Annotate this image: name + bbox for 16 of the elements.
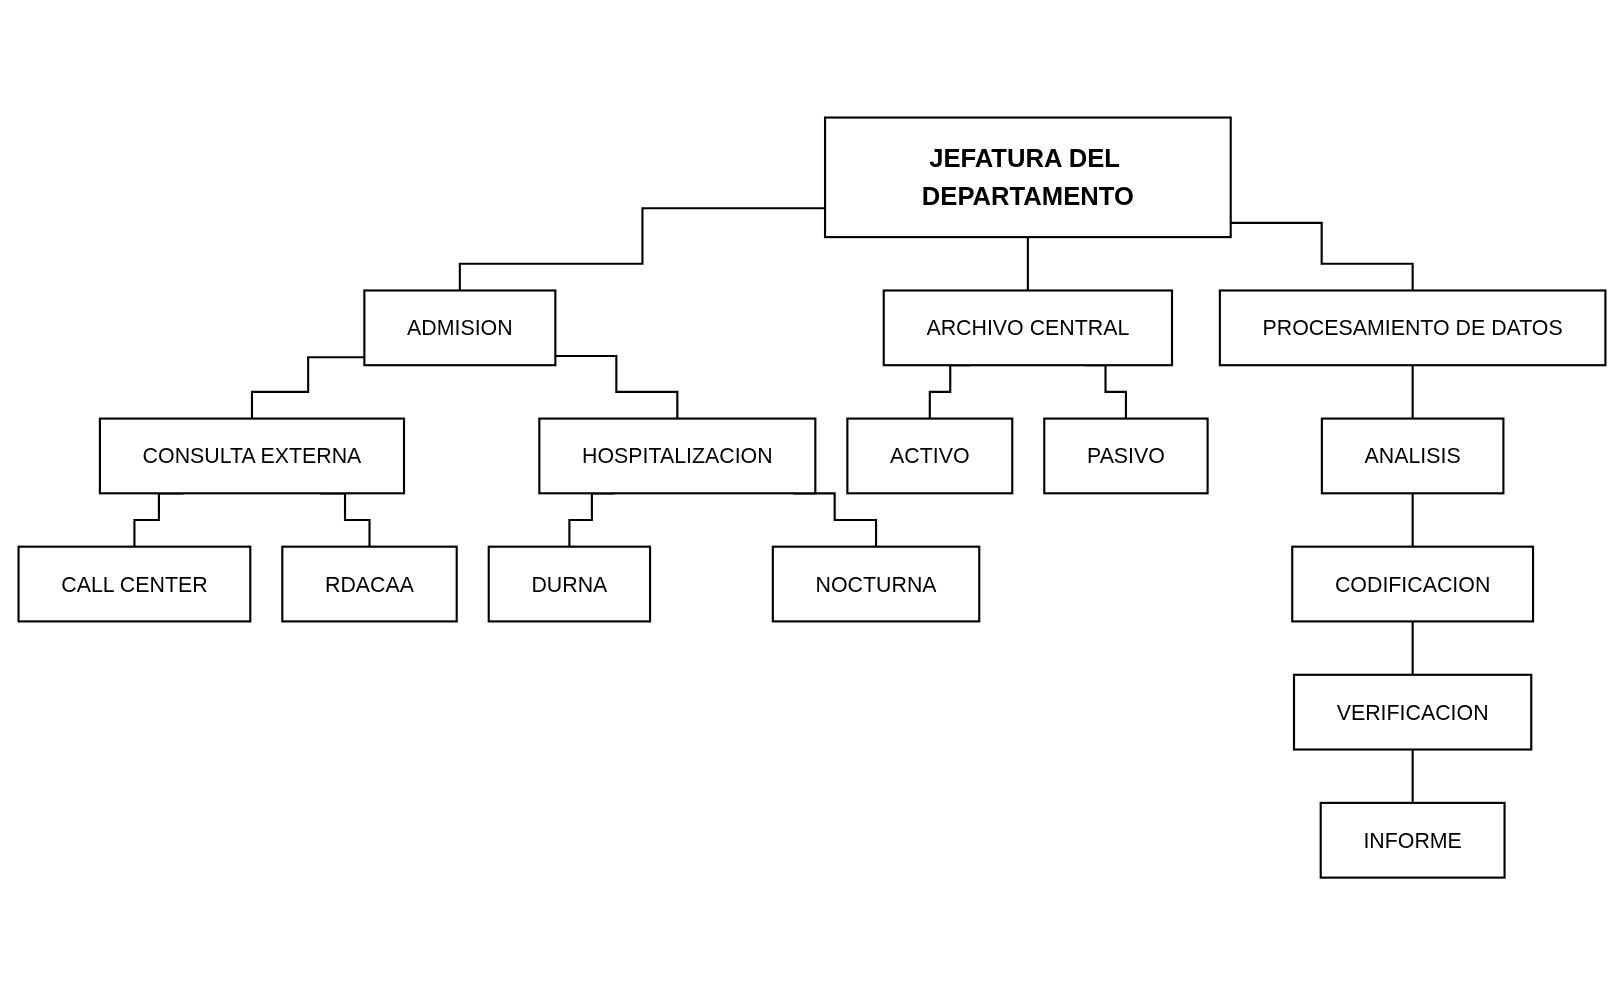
node-box: CALL CENTER (17, 546, 252, 623)
node-box: ADMISION (363, 289, 557, 367)
node-box: ARCHIVO CENTRAL (882, 289, 1174, 367)
node-box: PROCESAMIENTO DE DATOS (1218, 289, 1607, 367)
node-box: DURNA (487, 546, 652, 623)
node-box: CONSULTA EXTERNA (98, 417, 406, 495)
node-box: VERIFICACION (1292, 674, 1533, 751)
node-box: HOSPITALIZACION (538, 417, 817, 495)
node-box: ACTIVO (846, 417, 1014, 495)
node-box: ANALISIS (1320, 417, 1505, 495)
node-box: PASIVO (1043, 417, 1209, 495)
node-box: INFORME (1319, 802, 1506, 880)
node-box: RDACAA (281, 546, 458, 623)
node-box: JEFATURA DEL DEPARTAMENTO (824, 116, 1232, 239)
node-box: NOCTURNA (771, 546, 981, 623)
node-box: CODIFICACION (1291, 546, 1535, 623)
